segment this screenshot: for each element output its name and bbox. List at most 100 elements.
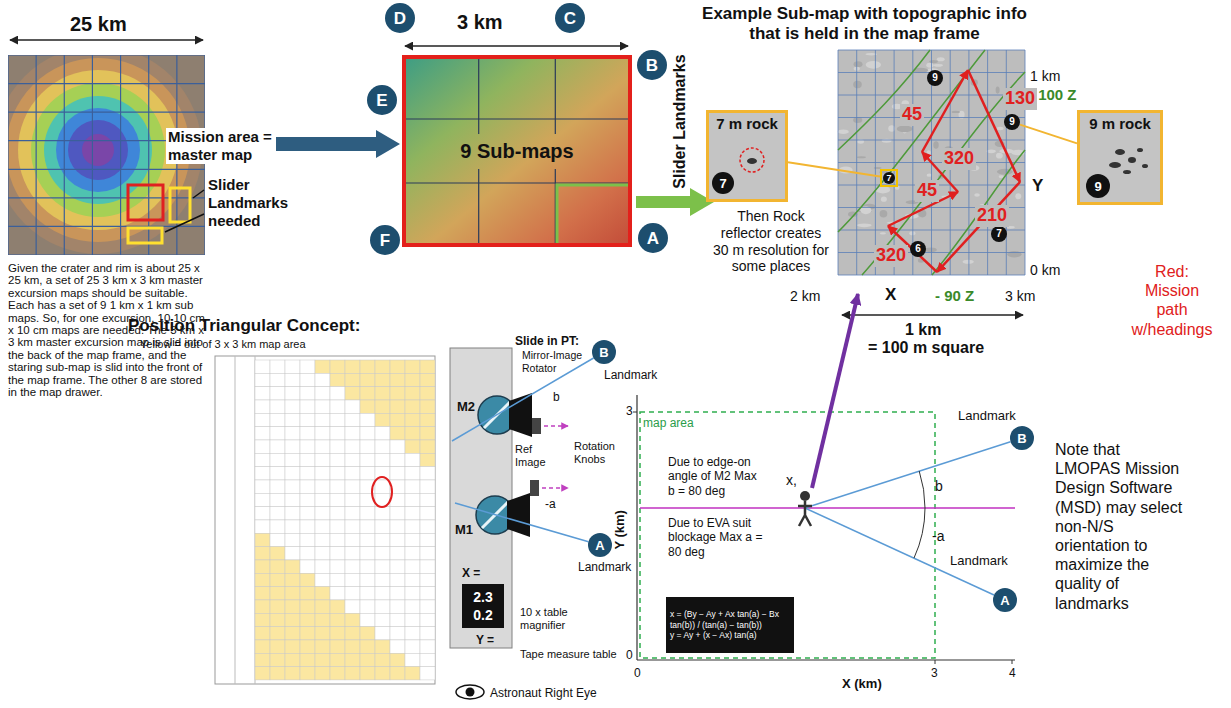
table-cell [405, 387, 420, 400]
table-cell [255, 467, 270, 480]
table-cell [390, 653, 405, 666]
table-cell [315, 467, 330, 480]
table-cell [420, 600, 435, 613]
table-cell [375, 547, 390, 560]
table-cell [405, 600, 420, 613]
text-label: Landmark [950, 553, 1008, 569]
callout-letter: E [376, 92, 387, 109]
map-area-outline [640, 412, 935, 658]
rock-highlight [740, 148, 764, 172]
text-label: Then Rock reflector creates 30 m resolut… [712, 208, 830, 275]
y-axis [636, 395, 637, 660]
table-cell [285, 400, 300, 413]
table-cell [315, 640, 330, 653]
table-cell [405, 413, 420, 426]
grid-line [8, 55, 205, 56]
box-title: 9 Sub-maps [460, 140, 573, 163]
table-cell [330, 640, 345, 653]
selected-submap [557, 185, 630, 245]
table-cell [255, 547, 270, 560]
text-label: 0 [634, 666, 641, 680]
angle-arc [914, 508, 925, 558]
leader-line [193, 190, 204, 198]
table-cell [330, 667, 345, 680]
angle-arc [919, 471, 925, 508]
table-cell [300, 440, 315, 453]
table-cell [345, 400, 360, 413]
table-cell [315, 573, 330, 586]
grid-line [64, 55, 65, 255]
text-label: 3 [626, 404, 633, 418]
grid-line [8, 197, 205, 198]
mission-path [922, 70, 968, 152]
table-cell [270, 453, 285, 466]
table-cell [360, 600, 375, 613]
table-cell [300, 520, 315, 533]
table-cell [360, 520, 375, 533]
table-cell [345, 640, 360, 653]
table-cell [375, 560, 390, 573]
table-cell [390, 587, 405, 600]
table-cell [315, 613, 330, 626]
table-cell [345, 613, 360, 626]
table-cell [255, 507, 270, 520]
table-cell [375, 507, 390, 520]
text-label: 10 x table magnifier [520, 606, 600, 632]
table-cell [420, 547, 435, 560]
table-cell [315, 400, 330, 413]
text-label: Position Triangular Concept: [128, 316, 360, 336]
terrain-texture [927, 150, 931, 156]
grid-line [8, 55, 9, 255]
grid-line [838, 275, 1025, 276]
text-label: X [885, 285, 896, 305]
table-cell [330, 573, 345, 586]
rotation-knob [532, 418, 541, 434]
table-cell [330, 507, 345, 520]
table-cell [375, 440, 390, 453]
text-label: - 90 Z [935, 287, 974, 305]
rock-marker: 6 [910, 241, 926, 257]
table-cell [360, 627, 375, 640]
text-label: Mirror-Image Rotator [522, 349, 586, 374]
table-cell [315, 373, 330, 386]
text-label: 1 km [905, 320, 941, 339]
text-label: Ref Image [515, 443, 560, 469]
table-cell [390, 573, 405, 586]
text-label: = 100 m square [868, 338, 984, 357]
callout-number: 7 [996, 229, 1002, 239]
table-cell [360, 387, 375, 400]
text-label: 25 km [70, 12, 127, 36]
table-cell [360, 453, 375, 466]
table-cell [420, 507, 435, 520]
table-cell [390, 613, 405, 626]
eye-icon [456, 685, 484, 699]
text-label: b [553, 390, 560, 404]
table-cell [345, 373, 360, 386]
table-cell [255, 400, 270, 413]
table-cell [375, 400, 390, 413]
table-cell [270, 533, 285, 546]
grid-line [8, 112, 205, 113]
dimension-line [405, 45, 628, 47]
knob-arrow [542, 487, 568, 489]
table-cell [255, 440, 270, 453]
table-cell [420, 533, 435, 546]
callout-letter: B [599, 346, 608, 359]
callout-number: 9 [1094, 180, 1101, 193]
table-cell [255, 453, 270, 466]
text-label: X = [462, 566, 480, 580]
table-cell [420, 467, 435, 480]
crater-ring [31, 83, 165, 217]
table-cell [420, 493, 435, 506]
text-label: Tape measure table [520, 648, 617, 661]
text-label: Mission area = master map [166, 128, 274, 164]
text-label: Landmark [958, 408, 1016, 424]
table-cell [315, 587, 330, 600]
table-cell [345, 427, 360, 440]
grid-line [92, 55, 93, 255]
callout-letter: B [1017, 432, 1026, 445]
table-cell [420, 653, 435, 666]
table-cell [270, 467, 285, 480]
landmark-circle: A [993, 588, 1017, 612]
terrain-texture [838, 129, 849, 134]
